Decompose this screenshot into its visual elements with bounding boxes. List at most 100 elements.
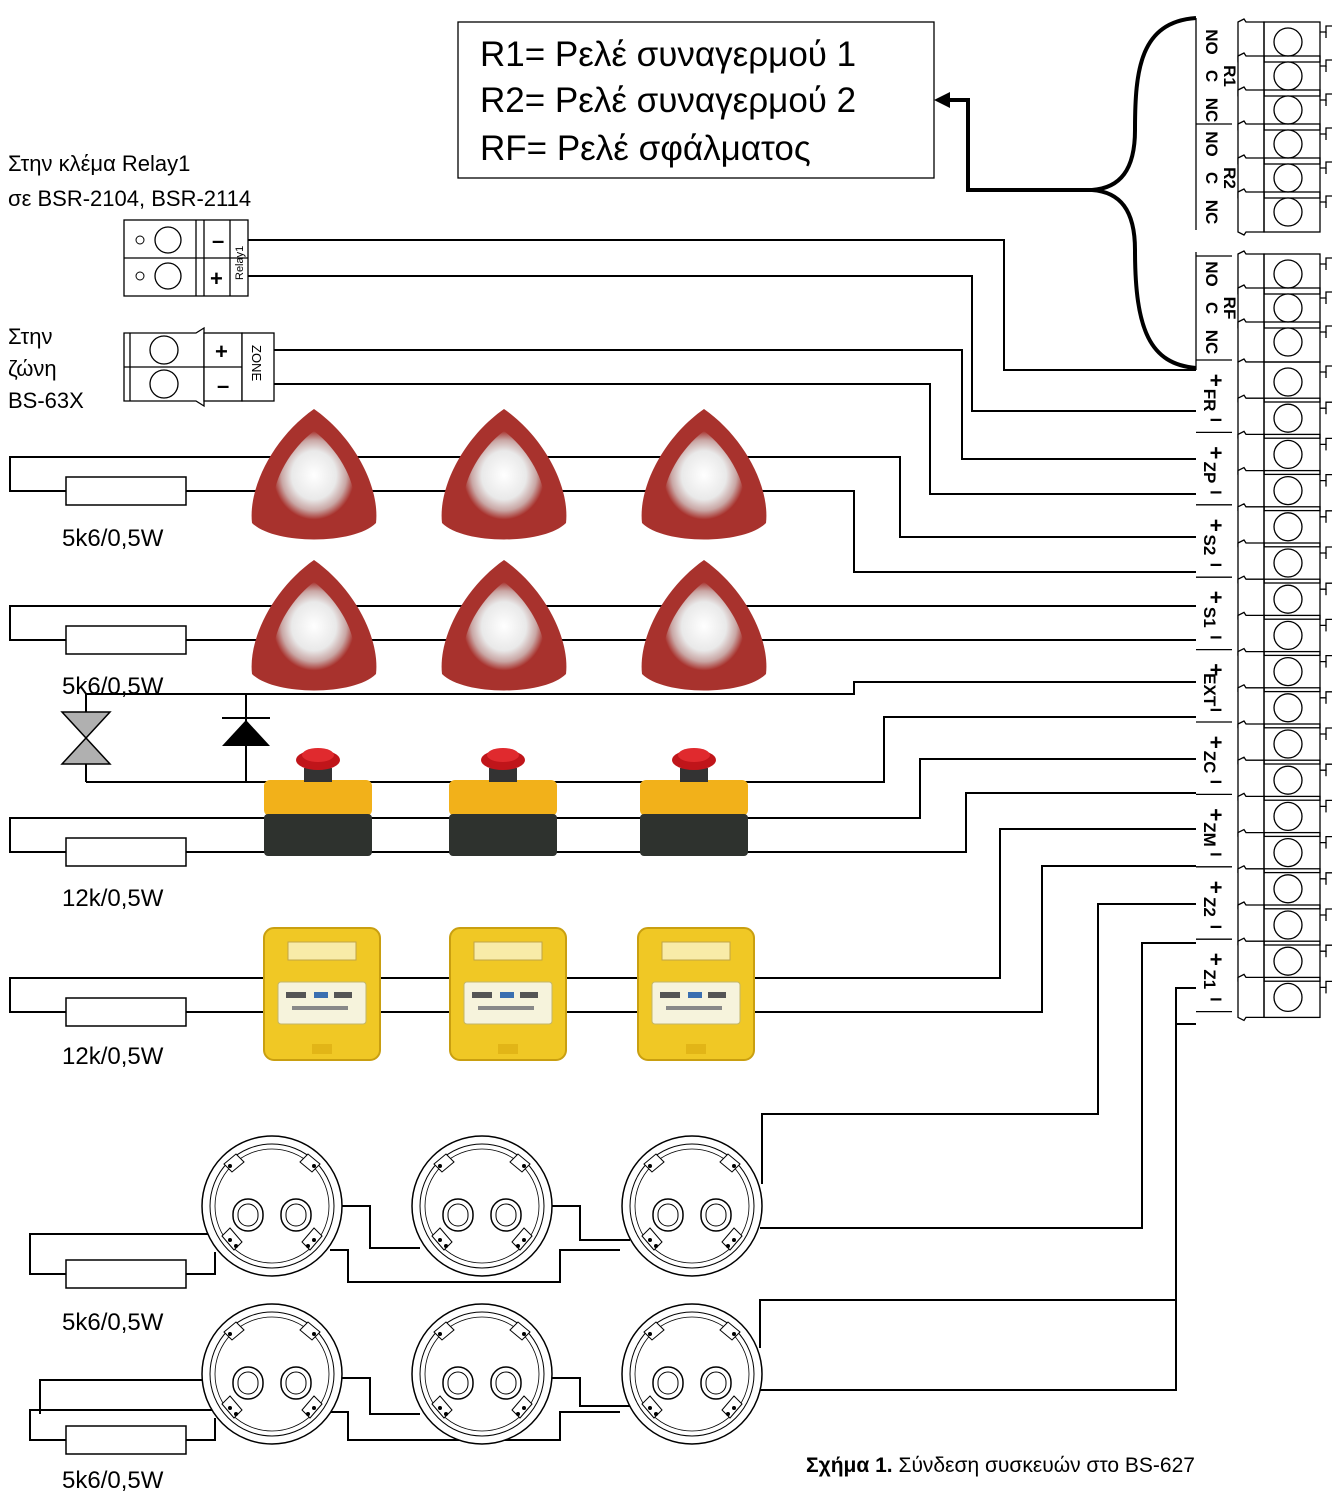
zone-label-line3: BS-63X <box>8 388 84 413</box>
resistors <box>65 476 187 1455</box>
relay-terminal-r1-nc: NC <box>1202 98 1221 123</box>
sounder-icon <box>251 409 377 540</box>
resistor-icon <box>65 1259 187 1289</box>
detector-loop-wires <box>29 1205 630 1441</box>
relay-terminal-rf-nc: NC <box>1202 330 1221 355</box>
resistor-icon <box>65 837 187 867</box>
caption-bold: Σχήμα 1. <box>806 1454 893 1477</box>
detector-base-icon <box>201 1135 343 1277</box>
arrow-head-icon <box>934 92 950 108</box>
diode-icon <box>222 717 270 746</box>
io-plus-s1: + <box>1210 585 1223 610</box>
terminal-strip <box>1195 18 1333 1022</box>
zone-label-line2: ζώνη <box>8 356 57 381</box>
valve-icon <box>60 711 112 765</box>
zone-terminal-block: + – ZONE <box>123 326 275 408</box>
detector-row-bottom <box>201 1303 763 1445</box>
resistor-icon <box>65 476 187 506</box>
sounder-icon <box>641 409 767 540</box>
detector-base-icon <box>621 1303 763 1445</box>
relay1-plus: + <box>210 266 223 291</box>
io-minus-s1: – <box>1210 623 1222 648</box>
zone-name: ZONE <box>249 345 264 381</box>
sounder-icon <box>641 560 767 691</box>
sounder-row-bottom <box>251 560 767 691</box>
io-minus-ext: – <box>1210 696 1222 721</box>
io-minus-z1: – <box>1210 985 1222 1010</box>
resistor-label-buttons: 12k/0,5W <box>62 885 164 912</box>
resistor-icon <box>65 997 187 1027</box>
io-minus-zp: – <box>1210 479 1222 504</box>
sounder-icon <box>441 560 567 691</box>
io-minus-fr: – <box>1210 406 1222 431</box>
io-terminal-s2: S2 <box>1200 535 1219 556</box>
legend-line-rf: RF= Ρελέ σφάλματος <box>480 129 811 168</box>
io-plus-ext: + <box>1210 658 1223 683</box>
relay-group-rf: RF <box>1220 297 1239 320</box>
io-minus-s2: – <box>1210 551 1222 576</box>
sounder-row-top <box>251 409 767 540</box>
call-point-row <box>263 927 755 1061</box>
resistor-icon <box>65 1425 187 1455</box>
terminal-screw[interactable] <box>1237 318 1333 366</box>
io-terminal-zc: ZC <box>1200 751 1219 774</box>
zone-minus: – <box>217 373 229 398</box>
relay-terminal-rf-no: NO <box>1202 261 1221 287</box>
legend-box: R1= Ρελέ συναγερμού 1 R2= Ρελέ συναγερμο… <box>457 21 935 179</box>
io-terminal-z2: Z2 <box>1200 897 1219 917</box>
resistor-label-sounders-bottom: 5k6/0,5W <box>62 673 164 700</box>
relay-terminal-r2-c: C <box>1202 172 1221 184</box>
manual-call-point-icon <box>449 927 567 1061</box>
zone-label-line1: Στην <box>8 324 52 349</box>
button-row <box>264 748 748 856</box>
sounder-icon <box>251 560 377 691</box>
relay-group-r1: R1 <box>1220 65 1239 87</box>
legend-line-r1: R1= Ρελέ συναγερμού 1 <box>480 35 856 74</box>
io-terminal-zp: ZP <box>1200 462 1219 484</box>
emergency-button-icon <box>640 748 748 856</box>
io-minus-zm: – <box>1210 841 1222 866</box>
relay-terminal-r1-c: C <box>1202 70 1221 82</box>
resistor-label-detectors-bottom: 5k6/0,5W <box>62 1467 164 1494</box>
relay-terminal-r2-nc: NC <box>1202 200 1221 225</box>
io-plus-s2: + <box>1210 513 1223 538</box>
detector-base-icon <box>411 1303 553 1445</box>
relay-terminal-rf-c: C <box>1202 302 1221 314</box>
emergency-button-icon <box>449 748 557 856</box>
io-terminal-z1: Z1 <box>1200 969 1219 989</box>
zone-plus: + <box>215 339 228 364</box>
figure-caption: Σχήμα 1. Σύνδεση συσκευών στο BS-627 <box>806 1454 1195 1477</box>
emergency-button-icon <box>264 748 372 856</box>
sounder-icon <box>441 409 567 540</box>
io-terminal-s1: S1 <box>1200 607 1219 628</box>
detector-base-icon <box>621 1135 763 1277</box>
detector-row-top <box>201 1135 763 1277</box>
io-plus-z1: + <box>1210 947 1223 972</box>
io-minus-zc: – <box>1210 768 1222 793</box>
detector-base-icon <box>201 1303 343 1445</box>
relay1-minus: – <box>212 228 224 253</box>
io-minus-z2: – <box>1210 913 1222 938</box>
relay1-name: Relay1 <box>234 246 246 280</box>
relay1-terminal-block: – + Relay1 <box>123 219 249 297</box>
io-plus-zc: + <box>1210 730 1223 755</box>
resistor-label-call-points: 12k/0,5W <box>62 1043 164 1070</box>
resistor-icon <box>65 625 187 655</box>
relay-terminal-r1-no: NO <box>1202 29 1221 55</box>
resistor-label-detectors-top: 5k6/0,5W <box>62 1309 164 1336</box>
io-plus-fr: + <box>1210 368 1223 393</box>
terminal-screw[interactable] <box>1237 188 1333 236</box>
resistor-label-sounders-top: 5k6/0,5W <box>62 525 164 552</box>
wires <box>9 239 1196 1414</box>
io-plus-zp: + <box>1210 440 1223 465</box>
caption-text: Σύνδεση συσκευών στο BS-627 <box>893 1454 1195 1477</box>
relay1-label-line2: σε BSR-2104, BSR-2114 <box>8 186 251 211</box>
io-terminal-fr: FR <box>1200 389 1219 412</box>
relay-brace <box>934 16 1197 370</box>
io-terminal-zm: ZM <box>1200 822 1219 847</box>
manual-call-point-icon <box>637 927 755 1061</box>
detector-base-icon <box>411 1135 553 1277</box>
io-plus-z2: + <box>1210 875 1223 900</box>
